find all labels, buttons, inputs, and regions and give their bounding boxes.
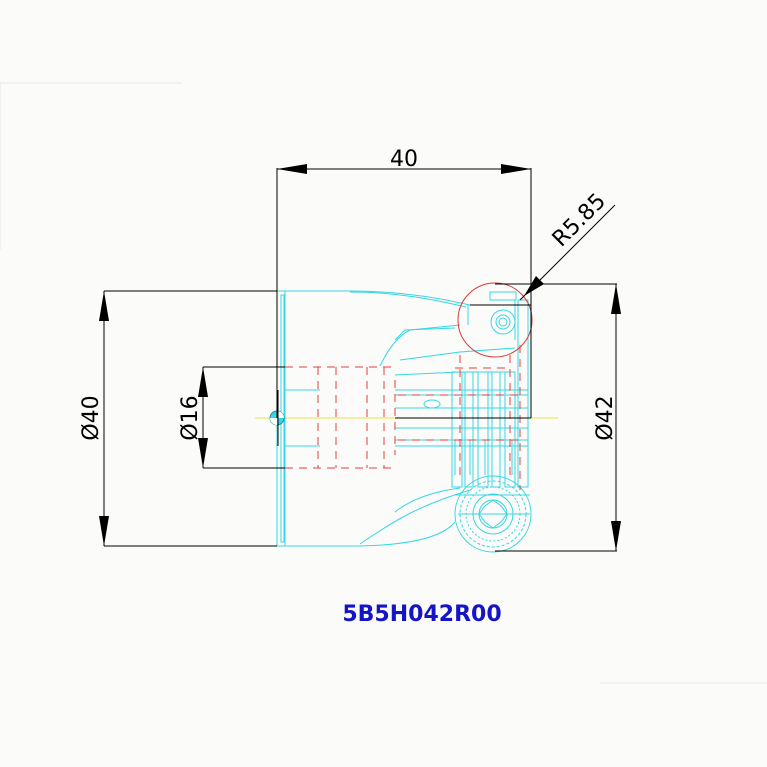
- left-diameter-label: Ø40: [79, 395, 104, 440]
- width-dimension-label: 40: [390, 147, 418, 172]
- inner-diameter-label: Ø16: [178, 395, 203, 440]
- radius-circle: [457, 282, 533, 358]
- part-outline: [276, 290, 532, 553]
- dimension-lines: [103, 168, 617, 552]
- sheet-border: [0, 82, 767, 684]
- right-diameter-label: Ø42: [593, 395, 618, 440]
- arrowheads: [99, 164, 621, 551]
- part-number: 5B5H042R00: [342, 602, 501, 627]
- radius-dimension-label: R5.85: [548, 189, 611, 252]
